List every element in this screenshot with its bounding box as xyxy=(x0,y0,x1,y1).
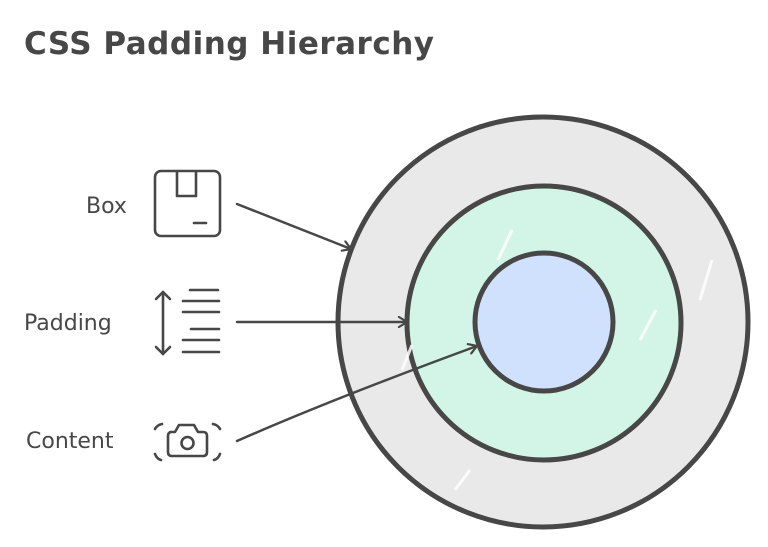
box-icon xyxy=(153,169,222,238)
label-content: Content xyxy=(26,429,114,454)
camera-icon xyxy=(153,422,222,462)
diagram-title: CSS Padding Hierarchy xyxy=(24,26,435,62)
label-padding: Padding xyxy=(24,311,112,336)
inner-circle-content xyxy=(472,250,616,394)
sketch-streaks xyxy=(400,229,714,491)
arrow-box xyxy=(235,202,353,249)
arrow-content xyxy=(235,346,479,443)
label-box: Box xyxy=(86,194,127,219)
padding-icon xyxy=(154,288,221,356)
